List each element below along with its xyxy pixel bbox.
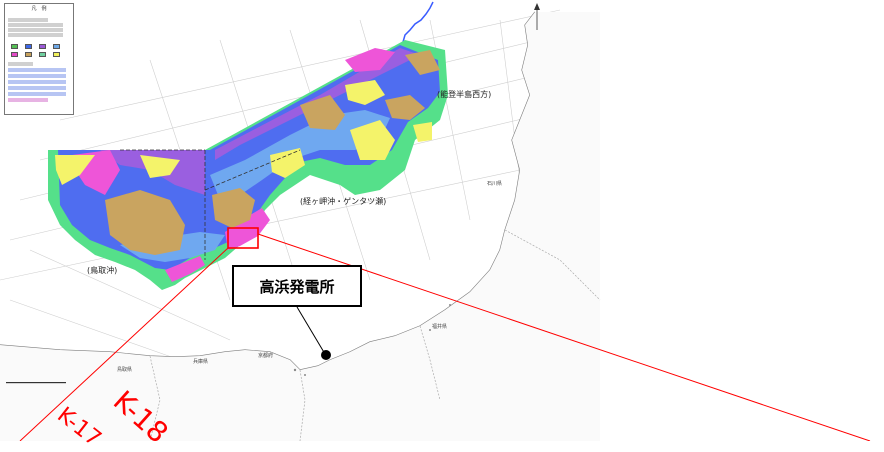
scale-bar [6,382,66,384]
zone-magenta-2 [345,48,395,72]
river [402,1,434,43]
zone-magenta-3 [225,208,270,250]
north-arrow-icon [534,3,540,30]
zone-yellow-2 [140,155,180,178]
survey-area-outline [120,149,301,260]
zone-yellow-3 [345,80,385,105]
legend-swatch-seagreen [39,52,46,57]
label-tottori: 鳥取県 [117,367,133,373]
legend-text-line [8,23,63,27]
geologic-map [0,1,871,441]
zone-tan-5 [405,50,440,75]
legend-swatch-magenta [11,52,18,57]
legend-swatch-lightblue [53,44,60,49]
legend-swatch-purple [39,44,46,49]
legend-title: 凡 例 [31,6,47,12]
legend-swatch-yellow [53,52,60,57]
legend-swatch-tan [25,52,32,57]
legend-text-line [8,68,66,72]
legend-text-line [8,98,48,102]
label-tottori-oki: (鳥取沖) [87,266,118,275]
power-plant-callout: 高浜発電所 [232,265,362,307]
label-ishikawa: 石川県 [487,181,503,187]
zone-tan-3 [300,95,345,130]
label-hyogo: 兵庫県 [193,359,209,365]
zone-tan-2 [212,188,255,228]
zone-magenta-4 [165,256,205,282]
legend-text-line [8,74,66,78]
label-noto-west: (能登半島西方) [437,90,492,99]
legend-text-line [8,28,63,32]
land-shading [0,12,600,441]
prefecture-boundaries [149,229,601,441]
zone-tan-4 [385,95,425,120]
legend-text-line [8,80,66,84]
zone-yellow-4 [350,120,395,160]
legend-swatch-green [11,44,18,49]
label-kyoto: 京都府 [258,353,274,359]
zone-tan [105,190,185,255]
legend-swatch-blue [25,44,32,49]
zone-yellow-5 [270,148,305,178]
legend-text-line [8,18,48,22]
coastal-features [293,304,451,376]
power-plant-marker [321,350,331,360]
label-fukui: 福井県 [432,324,448,330]
zone-yellow [55,155,95,185]
zone-yellow-6 [413,122,432,142]
legend-text-line [8,62,33,66]
legend-text-line [8,86,66,90]
label-kyogamisaki: (経ヶ岬沖・ゲンタツ瀬) [300,197,387,206]
callout-leader [296,306,326,355]
legend-text-line [8,33,63,37]
legend-text-line [8,92,66,96]
legend: 凡 例 [4,3,74,115]
highlight-box [227,227,259,249]
